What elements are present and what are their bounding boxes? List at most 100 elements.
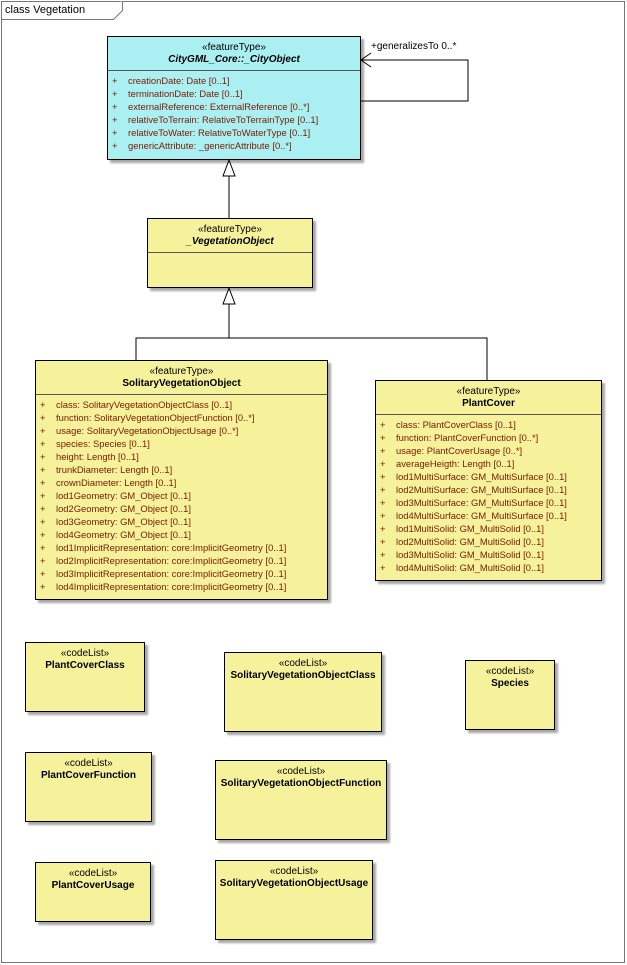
- codelist-name: SolitaryVegetationObjectUsage: [219, 878, 369, 889]
- class-plant-cover[interactable]: «featureType» PlantCover +class: PlantCo…: [375, 380, 602, 581]
- codelist-solitary-vegetation-object-usage[interactable]: «codeList» SolitaryVegetationObjectUsage: [215, 860, 373, 940]
- attribute-row[interactable]: +lod3Geometry: GM_Object [0..1]: [40, 515, 327, 528]
- attribute-row[interactable]: + lod2ImplicitRepresentation: core:Implic…: [40, 554, 327, 567]
- stereotype-label: «featureType»: [149, 366, 214, 377]
- attribute-row[interactable]: + relativeToTerrain: RelativeToTerrainTyp…: [112, 113, 360, 126]
- visibility-marker: +: [380, 536, 386, 547]
- attribute-row[interactable]: +lod2MultiSurface: GM_MultiSurface [0..1…: [380, 483, 601, 496]
- codelist-name: SolitaryVegetationObjectFunction: [220, 778, 382, 789]
- visibility-marker: +: [112, 114, 118, 125]
- attribute-text: function: SolitaryVegetationObjectFuncti…: [56, 412, 255, 423]
- class-name: SolitaryVegetationObject: [122, 378, 241, 389]
- attribute-text: genericAttribute: _genericAttribute [0..…: [128, 140, 292, 151]
- attribute-row[interactable]: +lod2MultiSolid: GM_MultiSolid [0..1]: [380, 535, 601, 548]
- codelist-header: «codeList» PlantCoverFunction: [26, 753, 151, 786]
- stereotype-label: «featureType»: [202, 42, 266, 53]
- visibility-marker: +: [40, 477, 46, 488]
- attribute-text: lod2ImplicitRepresentation: core:Implici…: [56, 555, 287, 566]
- attribute-row[interactable]: +lod2Geometry: GM_Object [0..1]: [40, 502, 327, 515]
- codelist-name: SolitaryVegetationObjectClass: [230, 670, 376, 681]
- visibility-marker: +: [380, 432, 386, 443]
- attribute-row[interactable]: +lod4ImplicitRepresentation: core:Implic…: [40, 580, 327, 593]
- visibility-marker: +: [112, 101, 118, 112]
- codelist-name: PlantCoverFunction: [40, 770, 136, 781]
- visibility-marker: +: [112, 88, 118, 99]
- stereotype-label: «featureType»: [198, 224, 262, 235]
- attribute-row[interactable]: +lod1MultiSurface: GM_MultiSurface [0..1…: [380, 470, 601, 483]
- attribute-row[interactable]: + averageHeigth: Length [0..1]: [380, 457, 601, 470]
- attribute-row[interactable]: + lod4MultiSurface: GM_MultiSurface [0..1…: [380, 509, 601, 522]
- attribute-row[interactable]: +species: Species [0..1]: [40, 437, 327, 450]
- visibility-marker: +: [380, 523, 386, 534]
- stereotype-label: «codeList»: [68, 868, 118, 879]
- visibility-marker: +: [380, 458, 386, 469]
- attribute-row[interactable]: +creationDate: Date [0..1]: [112, 74, 360, 87]
- codelist-header: «codeList» SolitaryVegetationObjectFunct…: [216, 761, 386, 794]
- attribute-row[interactable]: + externalReference: ExternalReference [0…: [112, 100, 360, 113]
- visibility-marker: +: [112, 140, 118, 151]
- visibility-marker: +: [40, 412, 46, 423]
- codelist-name: PlantCoverUsage: [51, 880, 135, 891]
- class-header: «featureType» _VegetationObject: [148, 219, 312, 253]
- codelist-plant-cover-class[interactable]: «codeList» PlantCoverClass: [25, 642, 145, 712]
- attribute-text: externalReference: ExternalReference [0.…: [128, 101, 310, 112]
- class-header: «featureType» SolitaryVegetationObject: [36, 361, 327, 395]
- generalization-arrowhead-city-object: [222, 158, 236, 177]
- attribute-row[interactable]: +lod4Geometry: GM_Object [0..1]: [40, 528, 327, 541]
- attribute-row[interactable]: +height: Length [0..1]: [40, 450, 327, 463]
- attribute-row[interactable]: +usage: SolitaryVegetationObjectUsage [0…: [40, 424, 327, 437]
- attribute-row[interactable]: +trunkDiameter: Length [0..1]: [40, 463, 327, 476]
- attribute-text: creationDate: Date [0..1]: [128, 75, 230, 86]
- visibility-marker: +: [40, 464, 46, 475]
- attribute-row[interactable]: +lod4MultiSolid: GM_MultiSolid [0..1]: [380, 561, 601, 574]
- attribute-text: crownDiameter: Length [0..1]: [56, 477, 177, 488]
- attribute-row[interactable]: +lod3MultiSurface: GM_MultiSurface [0..1…: [380, 496, 601, 509]
- class-solitary-vegetation-object[interactable]: «featureType» SolitaryVegetationObject +…: [35, 360, 328, 600]
- codelist-solitary-vegetation-object-function[interactable]: «codeList» SolitaryVegetationObjectFunct…: [215, 760, 387, 840]
- association-arrowhead: [360, 52, 372, 68]
- attribute-row[interactable]: +lod1ImplicitRepresentation: core:Implic…: [40, 541, 327, 554]
- class-city-object[interactable]: «featureType» CityGML_Core::_CityObject …: [107, 36, 361, 160]
- codelist-header: «codeList» Species: [466, 661, 554, 694]
- codelist-plant-cover-usage[interactable]: «codeList» PlantCoverUsage: [35, 862, 151, 922]
- attribute-text: relativeToTerrain: RelativeToTerrainType…: [128, 114, 319, 125]
- attribute-row[interactable]: +lod3MultiSolid: GM_MultiSolid [0..1]: [380, 548, 601, 561]
- attribute-list: +creationDate: Date [0..1]+terminationDa…: [108, 71, 360, 152]
- visibility-marker: +: [40, 542, 46, 553]
- attribute-text: lod1Geometry: GM_Object [0..1]: [56, 490, 191, 501]
- attribute-row[interactable]: + genericAttribute: _genericAttribute [0.…: [112, 139, 360, 152]
- codelist-species[interactable]: «codeList» Species: [465, 660, 555, 730]
- attribute-row[interactable]: + function: SolitaryVegetationObjectFunct…: [40, 411, 327, 424]
- codelist-name: Species: [491, 678, 529, 689]
- class-header: «featureType» CityGML_Core::_CityObject: [108, 37, 360, 71]
- attribute-row[interactable]: +lod1Geometry: GM_Object [0..1]: [40, 489, 327, 502]
- attribute-text: terminationDate: Date [0..1]: [128, 88, 243, 99]
- attribute-row[interactable]: +usage: PlantCoverUsage [0..*]: [380, 444, 601, 457]
- attribute-row[interactable]: +class: PlantCoverClass [0..1]: [380, 418, 601, 431]
- class-name: _VegetationObject: [186, 236, 274, 247]
- stereotype-label: «codeList»: [485, 666, 535, 677]
- visibility-marker: +: [380, 445, 386, 456]
- visibility-marker: +: [380, 510, 386, 521]
- attribute-row[interactable]: +relativeToWater: RelativeToWaterType [0…: [112, 126, 360, 139]
- attribute-row[interactable]: + crownDiameter: Length [0..1]: [40, 476, 327, 489]
- stereotype-label: «codeList»: [276, 766, 326, 777]
- codelist-solitary-vegetation-object-class[interactable]: «codeList» SolitaryVegetationObjectClass: [224, 652, 382, 732]
- codelist-name: PlantCoverClass: [45, 660, 125, 671]
- attribute-row[interactable]: + terminationDate: Date [0..1]: [112, 87, 360, 100]
- attribute-row[interactable]: +lod3ImplicitRepresentation: core:Implic…: [40, 567, 327, 580]
- stereotype-label: «codeList»: [60, 648, 110, 659]
- attribute-text: usage: SolitaryVegetationObjectUsage [0.…: [56, 425, 239, 436]
- visibility-marker: +: [40, 516, 46, 527]
- codelist-header: «codeList» SolitaryVegetationObjectClass: [225, 653, 381, 686]
- attribute-row[interactable]: + lod1MultiSolid: GM_MultiSolid [0..1]: [380, 522, 601, 535]
- attribute-row[interactable]: +function: PlantCoverFunction [0..*]: [380, 431, 601, 444]
- visibility-marker: +: [40, 555, 46, 566]
- attribute-text: averageHeigth: Length [0..1]: [396, 458, 515, 469]
- class-vegetation-object[interactable]: «featureType» _VegetationObject: [147, 218, 313, 288]
- codelist-plant-cover-function[interactable]: «codeList» PlantCoverFunction: [25, 752, 152, 822]
- attribute-text: lod4MultiSurface: GM_MultiSurface [0..1]: [396, 510, 567, 521]
- attribute-text: lod1MultiSolid: GM_MultiSolid [0..1]: [396, 523, 544, 534]
- attribute-row[interactable]: +class: SolitaryVegetationObjectClass [0…: [40, 398, 327, 411]
